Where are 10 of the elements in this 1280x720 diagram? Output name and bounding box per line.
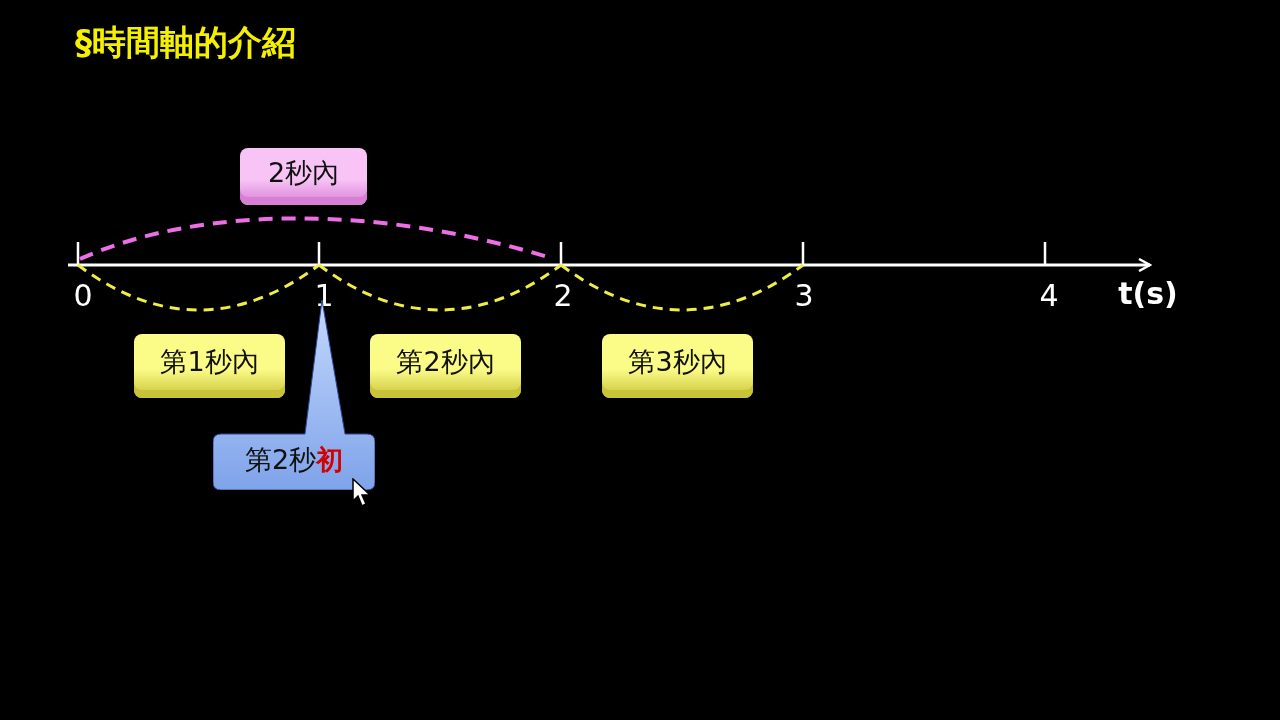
title: §時間軸的介紹 [75, 21, 296, 64]
tick-label: 4 [1039, 278, 1059, 313]
tick-label: 0 [73, 278, 93, 313]
interval-box: 第2秒內 [370, 334, 521, 398]
tick-label: 3 [794, 278, 814, 313]
interval-box: 第3秒內 [602, 334, 753, 398]
interval-box: 2秒內 [240, 148, 367, 205]
axis-label: t(s) [1118, 276, 1178, 311]
interval-box: 第1秒內 [134, 334, 285, 398]
tick-label: 2 [553, 278, 573, 313]
